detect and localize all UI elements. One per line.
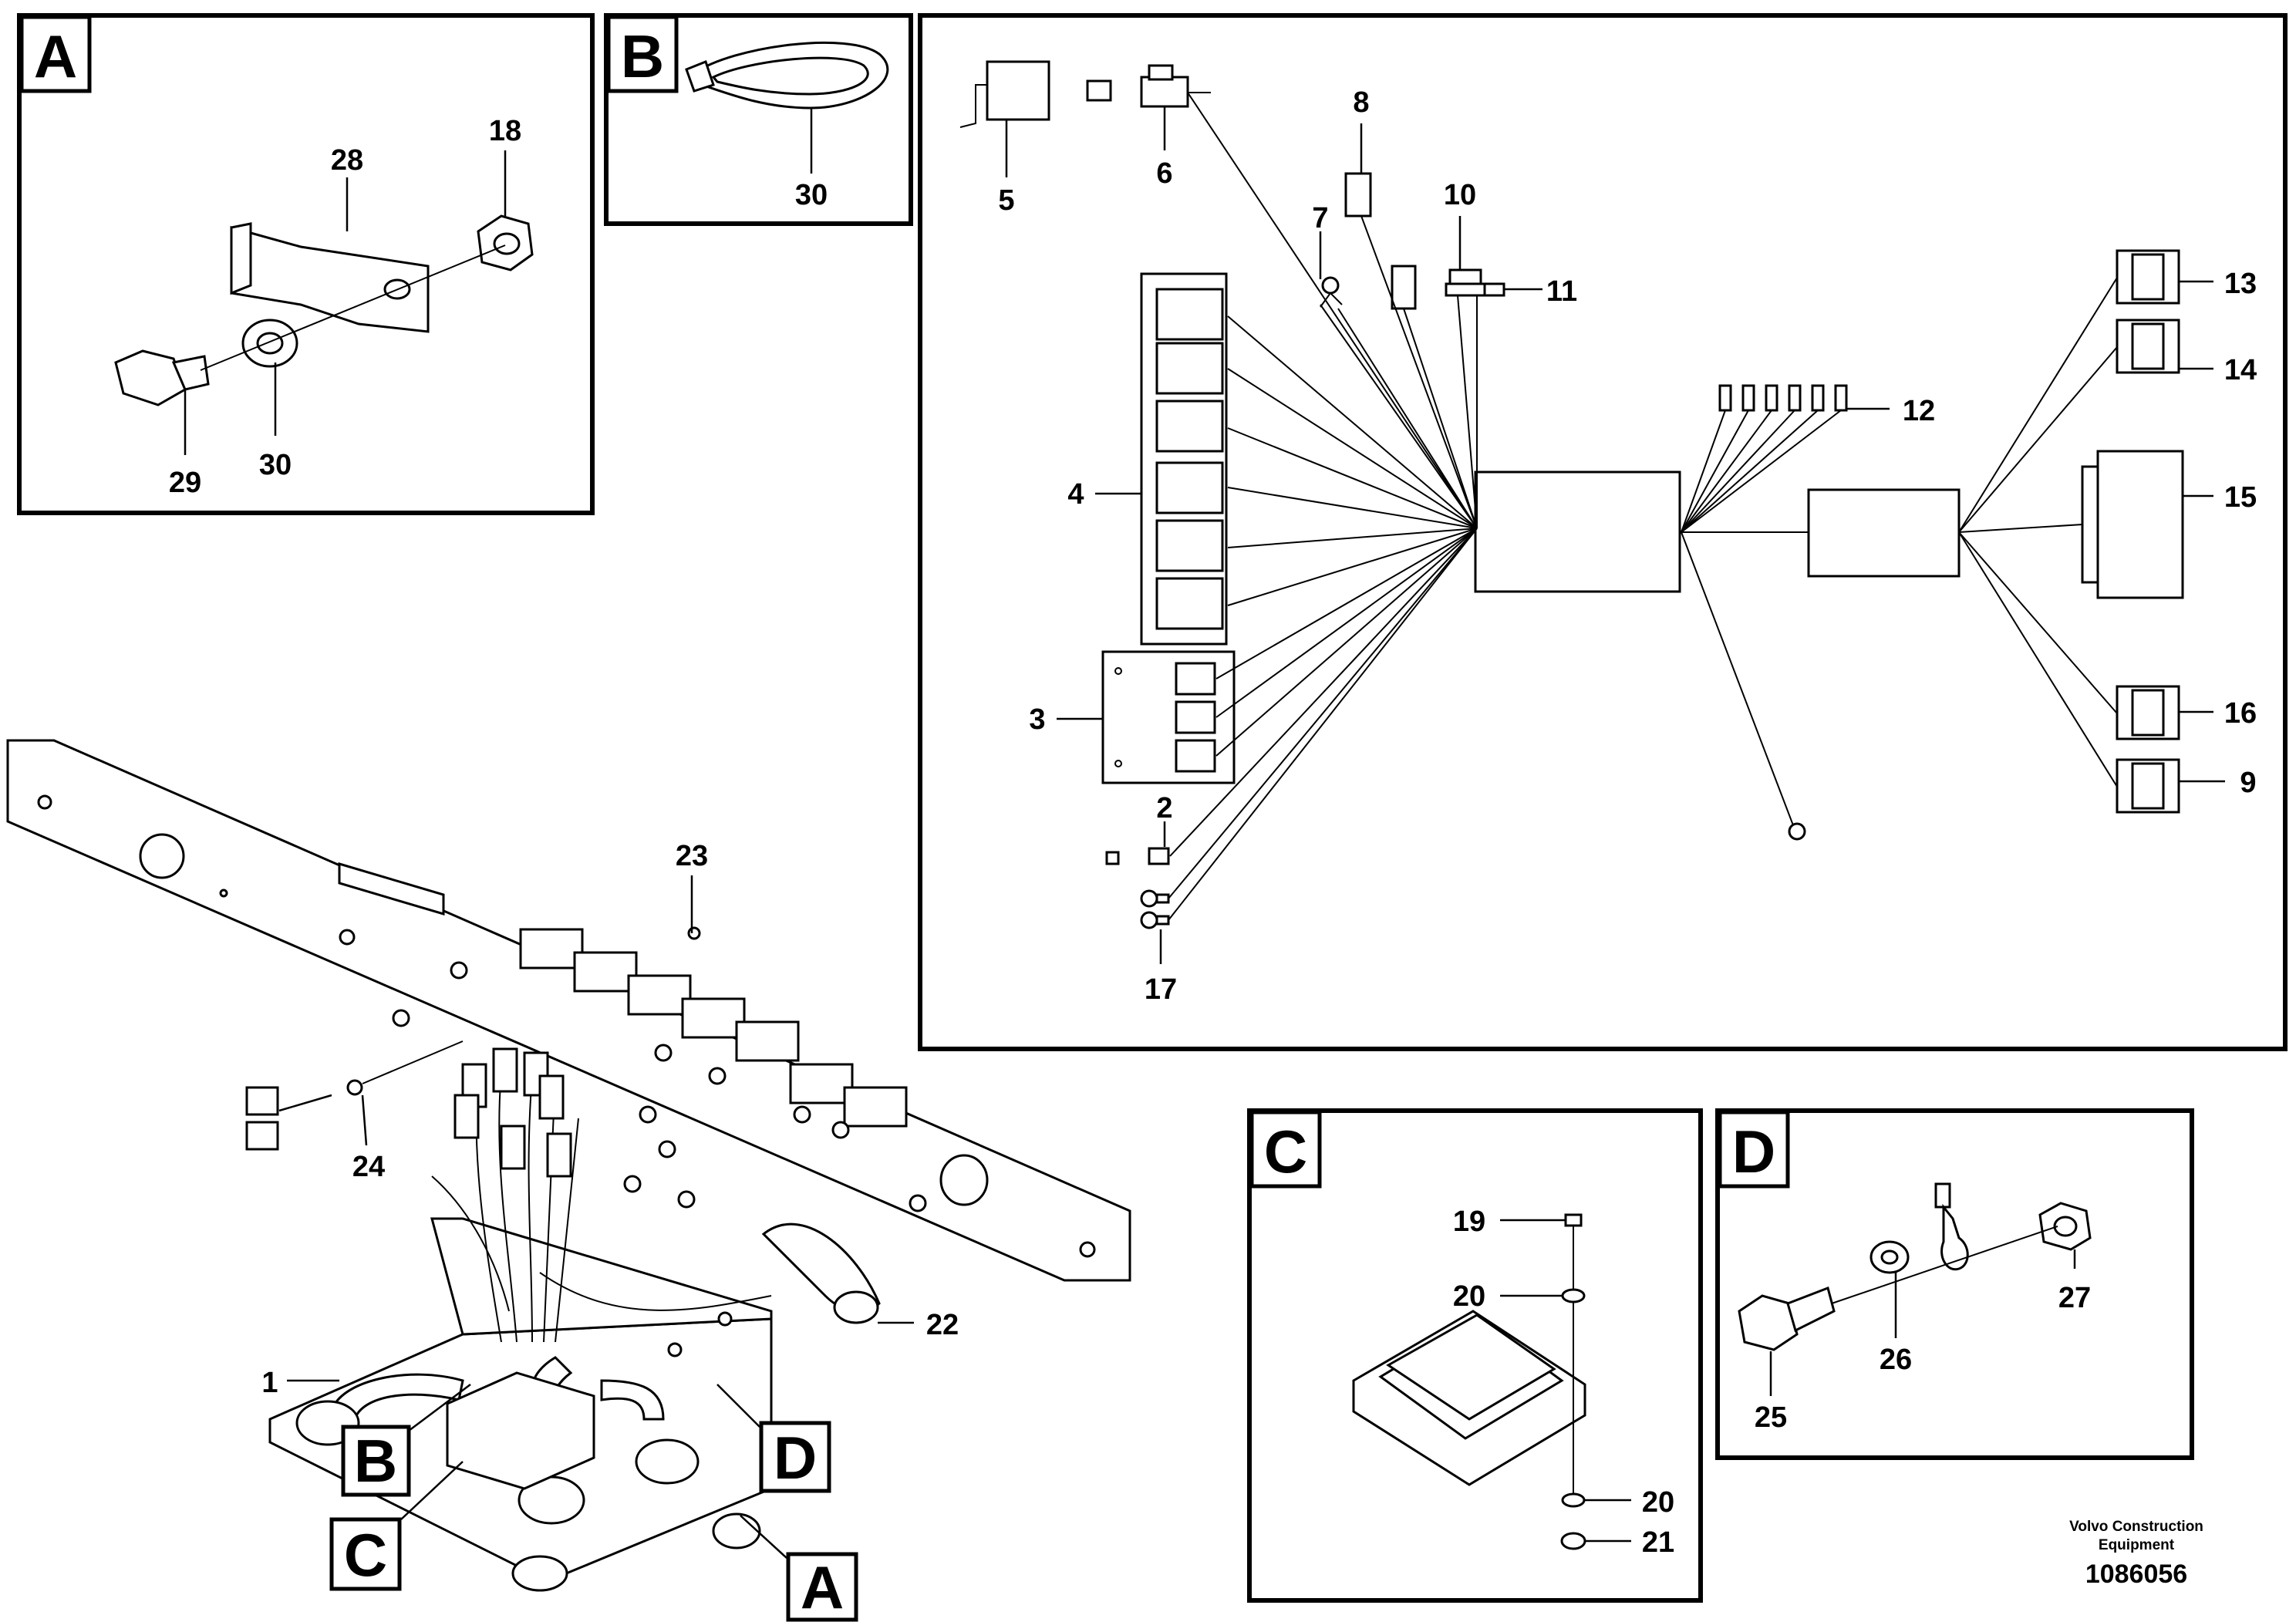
callout-9: 9	[2240, 767, 2256, 799]
harness-box-secondary	[1807, 488, 1961, 578]
washer-26	[1870, 1240, 1910, 1274]
callout-27: 27	[2058, 1282, 2091, 1314]
maker-line-1: Volvo Construction	[2069, 1519, 2203, 1535]
callout-24: 24	[352, 1151, 385, 1183]
nut-27	[2038, 1202, 2092, 1251]
view-marker-d: D	[774, 1424, 817, 1492]
callout-1: 1	[261, 1367, 278, 1399]
loose-connectors	[245, 1040, 464, 1151]
callout-12: 12	[1903, 395, 1935, 427]
panel-letter-b: B	[621, 22, 664, 90]
bolt-25	[1738, 1286, 1836, 1351]
callout-3: 3	[1029, 703, 1045, 736]
panel-letter-c: C	[1264, 1118, 1307, 1185]
panel-letter-d: D	[1732, 1118, 1775, 1185]
document-number: 1086056	[2085, 1560, 2187, 1589]
ring-terminal	[1934, 1182, 1969, 1271]
nut-part	[477, 214, 534, 271]
callout-11: 11	[1546, 275, 1577, 308]
callout-25: 25	[1755, 1401, 1787, 1434]
round-connector-14	[2116, 319, 2180, 374]
detail-panel-a: A 28 18 29 30	[17, 13, 595, 515]
wiring-schematic-panel: 5 6 8 7 10 11	[918, 13, 2288, 1051]
fuse-relay-strip-4	[1140, 272, 1228, 646]
callout-18: 18	[489, 115, 521, 147]
panel-studs	[339, 926, 927, 1357]
large-connector-15	[2081, 450, 2184, 599]
ring-terminals-17	[1140, 889, 1170, 929]
callout-14: 14	[2224, 354, 2257, 386]
callout-30-a: 30	[259, 449, 292, 481]
callout-4: 4	[1067, 478, 1084, 511]
terminal-7	[1320, 276, 1343, 308]
harness-box-main	[1474, 470, 1681, 593]
connector-mid	[1391, 265, 1417, 310]
view-marker-c: C	[344, 1521, 387, 1589]
callout-15: 15	[2224, 481, 2257, 514]
washer-20-top	[1561, 1288, 1586, 1303]
callout-29: 29	[169, 467, 201, 499]
ecu-unit	[1352, 1310, 1586, 1486]
callout-6: 6	[1156, 157, 1172, 190]
round-connector-13	[2116, 249, 2180, 305]
callout-30-b: 30	[795, 179, 828, 211]
base-round-connectors	[295, 1400, 761, 1592]
panel-letter-a: A	[34, 22, 77, 90]
detail-panel-c: C 19 20 20 21	[1247, 1108, 1703, 1603]
round-connector-16	[2116, 685, 2180, 740]
footer-credit: Volvo Construction Equipment 1086056	[2069, 1519, 2203, 1589]
callout-21: 21	[1642, 1526, 1674, 1559]
callout-20-top: 20	[1453, 1280, 1485, 1313]
nut-21	[1560, 1532, 1586, 1550]
bolt-part	[114, 349, 210, 406]
callout-16: 16	[2224, 697, 2257, 730]
connector-blocks	[519, 928, 908, 1128]
callout-17: 17	[1145, 973, 1177, 1006]
wire-fan-middle	[1681, 410, 1842, 826]
view-marker-b: B	[354, 1427, 397, 1495]
connector-10-11	[1445, 268, 1505, 297]
detail-panel-b: B 30	[604, 13, 913, 226]
control-unit	[446, 1371, 595, 1490]
relay-base-3	[1101, 650, 1236, 784]
callout-13: 13	[2224, 268, 2257, 300]
callout-5: 5	[998, 184, 1014, 217]
callout-23: 23	[676, 840, 708, 872]
callout-7: 7	[1312, 202, 1328, 234]
wiring-loom	[431, 1047, 881, 1343]
wire-fan-left	[1168, 92, 1478, 921]
detail-panel-d: D 25 26 27	[1715, 1108, 2194, 1460]
callout-22: 22	[926, 1309, 959, 1341]
washer-part	[241, 319, 298, 368]
washer-20-bottom	[1561, 1492, 1586, 1508]
maker-line-2: Equipment	[2099, 1537, 2175, 1553]
connector-8	[1344, 172, 1372, 218]
callout-28: 28	[331, 144, 363, 177]
instrument-panel-plate	[6, 739, 1131, 1282]
view-marker-a: A	[801, 1553, 844, 1621]
clamp-22	[833, 1290, 879, 1324]
cable-tie-part	[685, 41, 889, 110]
callout-19: 19	[1453, 1206, 1485, 1238]
connector-6	[1140, 64, 1189, 108]
ground-terminal	[1788, 822, 1806, 841]
callout-8: 8	[1353, 86, 1369, 119]
callout-10: 10	[1444, 179, 1476, 211]
round-connector-9	[2116, 758, 2180, 814]
wire-fan-right	[1958, 277, 2118, 787]
callout-2: 2	[1156, 792, 1172, 824]
callout-26: 26	[1880, 1344, 1912, 1376]
main-assembly-view: 23 24 22 1 B C D A	[6, 739, 1131, 1622]
small-plug	[1086, 79, 1112, 102]
callout-20-bottom: 20	[1642, 1486, 1674, 1519]
connector-5	[959, 60, 1050, 128]
terminal-2	[1105, 847, 1170, 865]
